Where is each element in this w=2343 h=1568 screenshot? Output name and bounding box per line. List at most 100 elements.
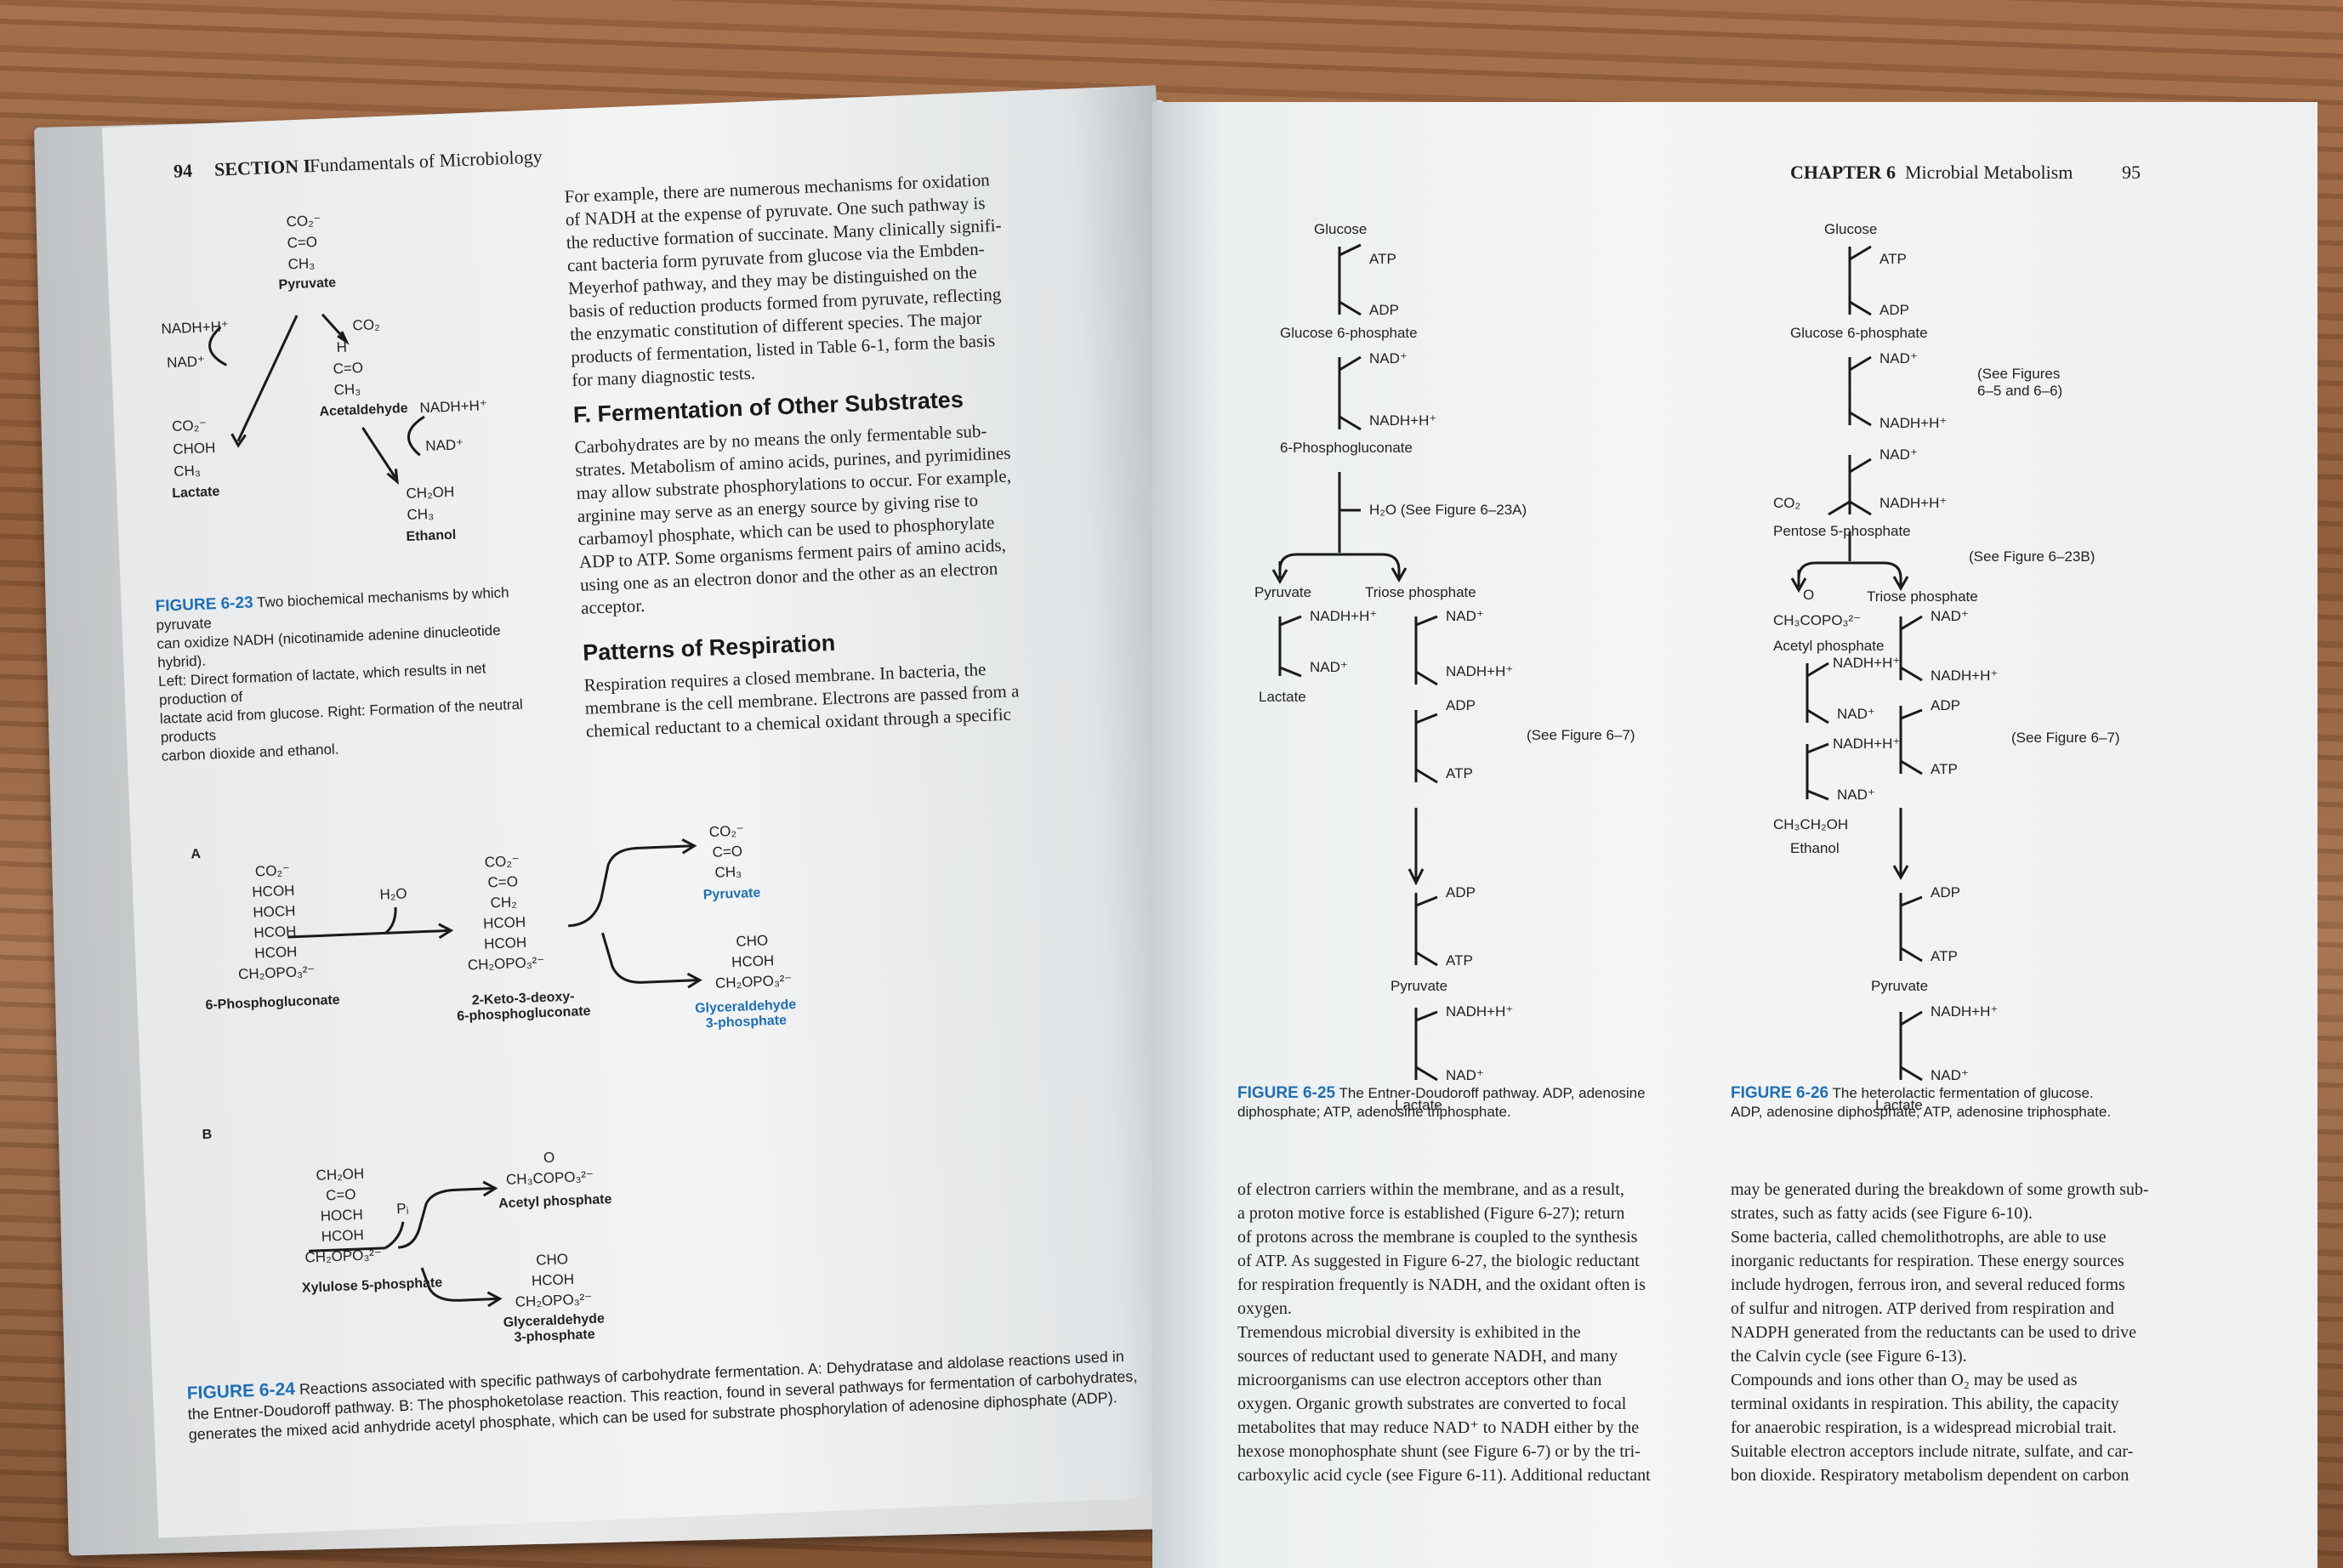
acetyl-phosphate-formula: CH₃COPO₃²⁻ [1773,612,1862,628]
nad-label: NAD⁺ [1880,350,1918,366]
see-figure-6-7-label: (See Figure 6–7) [2011,730,2120,746]
text-line: a proton motive force is established (Fi… [1237,1204,1625,1223]
figure-6-23-title: FIGURE 6-23 [155,594,254,616]
text-line: microorganisms can use electron acceptor… [1237,1371,1602,1389]
atom-group: HCOH [321,1226,365,1245]
atom-group: HOCH [253,902,296,921]
text-line: the Calvin cycle (see Figure 6-13). [1731,1347,1967,1366]
lactate-label: Lactate [172,484,220,502]
atom-group: C=O [487,873,519,891]
figure-6-23: CO₂⁻ C=O CH₃ Pyruvate CO₂ H C=O CH₃ Acet… [156,204,537,576]
right-page: CHAPTER 6 Microbial Metabolism 95 Glucos… [1152,102,2317,1568]
h2o-see-figure-label: H₂O (See Figure 6–23A) [1369,502,1527,518]
g3p-label-a: Glyceraldehyde 3-phosphate [695,997,798,1032]
ethanol-label: Ethanol [1790,840,1840,856]
text-line: oxygen. [1237,1299,1292,1318]
nadh-label: NADH+H⁺ [1880,415,1948,431]
atom-group: C=O [325,1186,356,1204]
atom-group: CH₂OPO₃²⁻ [304,1246,383,1266]
right-column-2: may be generated during the breakdown of… [1731,1178,2224,1487]
acetaldehyde-co: C=O [333,359,364,378]
figure-6-26-title: FIGURE 6-26 [1731,1084,1829,1102]
right-column-1: of electron carriers within the membrane… [1237,1178,1714,1487]
respiration-paragraph: Respiration requires a closed membrane. … [583,652,1139,743]
text-line: may be generated during the breakdown of… [1731,1180,2149,1199]
nadh-left-label: NADH+H⁺ [1310,608,1378,624]
see-figure-6-23b-label: (See Figure 6–23B) [1969,548,2096,565]
chapter-title: Microbial Metabolism [1905,162,2073,183]
glucose-label: Glucose [1824,221,1878,237]
nad-t-label: NAD⁺ [1931,608,1969,624]
adp2-label: ADP [1446,884,1476,900]
panel-a-label: A [191,847,202,862]
text-line: oxygen. Organic growth substrates are co… [1237,1395,1627,1413]
see-figures-label: (See Figures [1977,366,2061,382]
text-line: inorganic reductants for respiration. Th… [1731,1252,2124,1270]
atom-group: CHO [735,932,769,950]
caption-line: The Entner-Doudoroff pathway. ADP, adeno… [1339,1085,1646,1101]
text-line: for respiration frequently is NADH, and … [1237,1275,1646,1294]
text-line: Compounds and ions other than O₂ may be … [1731,1371,2078,1389]
atom-group: CH₂OPO₃²⁻ [237,963,316,983]
nad-left: NAD⁺ [166,353,206,372]
text-line: strates, such as fatty acids (see Figure… [1731,1204,2033,1223]
co2-released: CO₂ [352,316,381,334]
nadh-right: NADH+H⁺ [419,397,488,417]
g3p-structure-b: CHO HCOH CH₂OPO₃²⁻ [513,1248,592,1313]
text-line: metabolites that may reduce NAD⁺ to NADH… [1237,1418,1640,1437]
nadh-b-label: NADH+H⁺ [1833,736,1901,752]
nad-label: NAD⁺ [1369,350,1408,366]
nad-a-label: NAD⁺ [1837,706,1875,722]
pi-label: Pᵢ [395,1200,409,1218]
nad-left-label: NAD⁺ [1310,659,1348,675]
figure-6-24-title: FIGURE 6-24 [186,1379,296,1404]
figure-6-26: Glucose ATP ADP Glucose 6-phosphate NAD⁺… [1773,221,2249,1173]
left-page-number: 94 [173,159,193,182]
lactate-choh: CHOH [172,439,216,457]
figure-6-26-caption: FIGURE 6-26 The heterolactic fermentatio… [1731,1084,2207,1122]
nad-right: NAD⁺ [424,436,464,455]
text-line: Suitable electron acceptors include nitr… [1731,1442,2134,1461]
ethanol-label: Ethanol [406,527,457,545]
acetaldehyde-ch3: CH₃ [333,381,361,399]
figure-6-26-arrows [1790,245,1923,1082]
text-line: terminal oxidants in respiration. This a… [1731,1395,2119,1413]
adp2-label: ADP [1931,884,1960,900]
atom-group: CO₂⁻ [484,853,520,871]
nad2-label: NAD⁺ [1880,446,1918,463]
pyruvate-label-a: Pyruvate [702,885,761,903]
atom-group: CHO [535,1251,569,1269]
phosphogluconate-structure: CO₂⁻ HCOH HOCH HCOH HCOH CH₂OPO₃²⁻ [234,860,316,986]
nadh3-label: NADH+H⁺ [1931,1003,1999,1020]
atom-group: C=O [712,843,743,861]
figure-6-23-caption: FIGURE 6-23 Two biochemical mechanisms b… [155,582,553,765]
pyruvate-structure-a: CO₂⁻ C=O CH₃ [708,821,746,883]
figure-6-24: A CO₂⁻ HCOH HOCH HCOH HCOH CH₂OPO₃²⁻ 6-P… [165,810,1157,1443]
nadh-a-label: NADH+H⁺ [1833,655,1901,671]
chapter-label: CHAPTER 6 [1790,162,1897,183]
atom-group: CH₂OPO₃²⁻ [714,972,793,991]
co2-label: CO₂ [1773,495,1801,511]
nadh2-label: NADH+H⁺ [1880,495,1948,511]
text-line: bon dioxide. Respiratory metabolism depe… [1731,1466,2130,1485]
nadh2-label: NADH+H⁺ [1446,1003,1514,1020]
figure-6-23-arrows [208,313,425,485]
ethanol-formula: CH₃CH₂OH [1773,816,1849,832]
atp2-label: ATP [1446,952,1473,969]
lactate-label: Lactate [1875,1097,1923,1113]
atom-group: HCOH [531,1270,575,1289]
adp-t-label: ADP [1931,697,1960,713]
nad2-label: NAD⁺ [1446,1067,1484,1083]
acetyl-phosphate-o: O [1803,587,1815,603]
nad3-label: NAD⁺ [1931,1067,1969,1083]
heading-patterns-of-respiration: Patterns of Respiration [582,629,836,666]
xylulose-structure: CH₂OH C=O HOCH HCOH CH₂OPO₃²⁻ [301,1163,382,1269]
atom-group: HCOH [482,913,526,932]
left-page: 94 SECTION I Fundamentals of Microbiolog… [102,85,1213,1538]
g3p-label-b: Glyceraldehyde 3-phosphate [503,1311,606,1346]
atom-group: HCOH [253,923,297,941]
pyruvate-co: C=O [287,233,318,252]
see-figure-6-7-label: (See Figure 6–7) [1527,727,1635,743]
atom-group: CH₂OPO₃²⁻ [515,1290,593,1310]
atom-group: CH₂ [490,894,518,912]
